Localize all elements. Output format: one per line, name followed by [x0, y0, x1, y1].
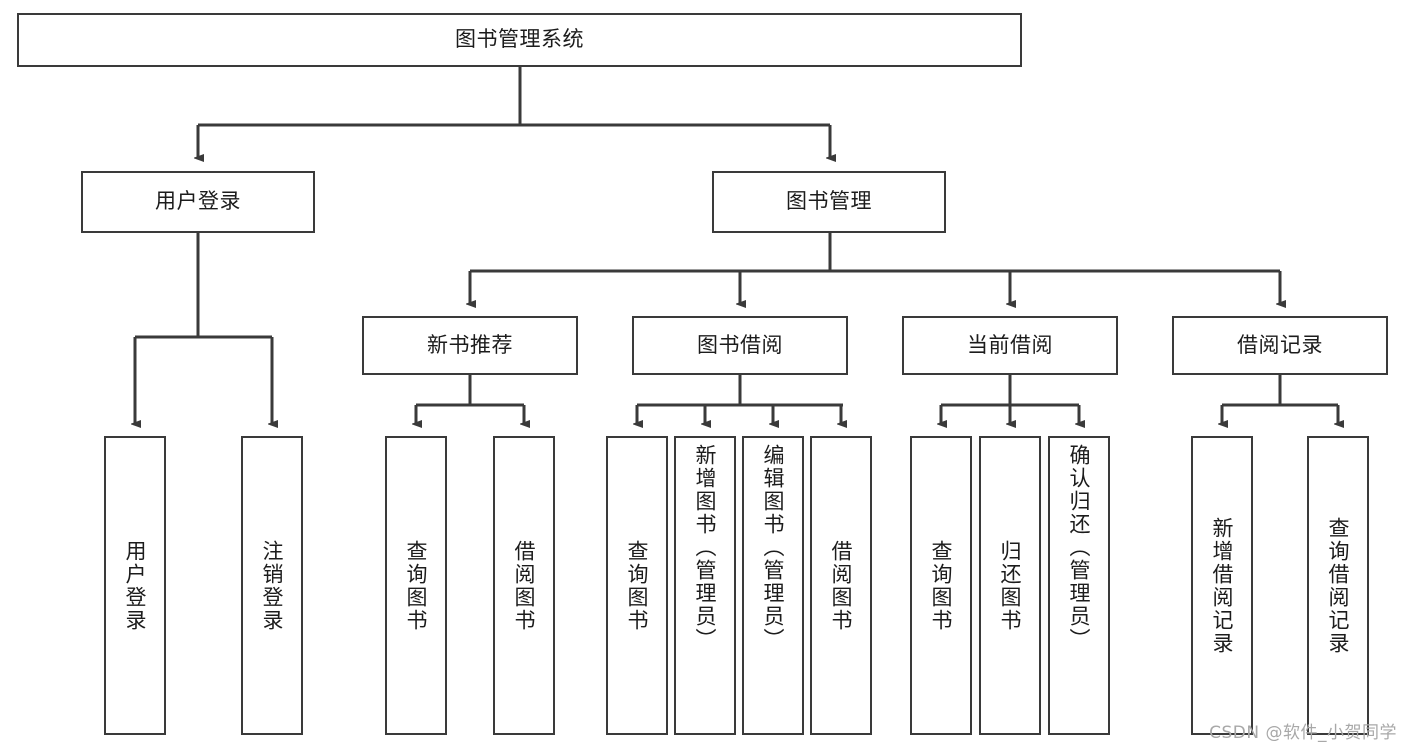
node-leaf-borrow-add-book-admin[interactable]: 新增图书（管理员）	[674, 436, 736, 735]
node-label: 当前借阅	[967, 332, 1053, 357]
node-label: 确认归还（管理员）	[1067, 444, 1092, 651]
node-label: 图书借阅	[697, 332, 783, 357]
node-leaf-current-query-book[interactable]: 查询图书	[910, 436, 972, 735]
node-current-borrow[interactable]: 当前借阅	[902, 316, 1118, 375]
node-label: 新增借阅记录	[1210, 516, 1235, 655]
node-book-borrow[interactable]: 图书借阅	[632, 316, 848, 375]
node-leaf-record-add-record[interactable]: 新增借阅记录	[1191, 436, 1253, 735]
node-label: 查询图书	[404, 539, 429, 632]
node-label: 用户登录	[123, 539, 148, 632]
node-leaf-logout[interactable]: 注销登录	[241, 436, 303, 735]
node-label: 注销登录	[260, 539, 285, 632]
node-book-management[interactable]: 图书管理	[712, 171, 946, 233]
node-leaf-current-confirm-return-admin[interactable]: 确认归还（管理员）	[1048, 436, 1110, 735]
node-label: 借阅记录	[1237, 332, 1323, 357]
node-root-book-management-system[interactable]: 图书管理系统	[17, 13, 1022, 67]
node-leaf-new-book-query-book[interactable]: 查询图书	[385, 436, 447, 735]
node-label: 归还图书	[998, 539, 1023, 632]
node-leaf-user-login[interactable]: 用户登录	[104, 436, 166, 735]
node-label: 查询图书	[929, 539, 954, 632]
node-leaf-current-return-book[interactable]: 归还图书	[979, 436, 1041, 735]
node-label: 新书推荐	[427, 332, 513, 357]
node-leaf-record-query-record[interactable]: 查询借阅记录	[1307, 436, 1369, 735]
node-leaf-borrow-borrow-book[interactable]: 借阅图书	[810, 436, 872, 735]
node-label: 用户登录	[155, 189, 241, 214]
node-label: 查询图书	[625, 539, 650, 632]
node-label: 借阅图书	[829, 539, 854, 632]
node-label: 编辑图书（管理员）	[761, 444, 786, 651]
node-label: 借阅图书	[512, 539, 537, 632]
node-label: 查询借阅记录	[1326, 516, 1351, 655]
node-label: 图书管理系统	[455, 27, 584, 52]
node-leaf-new-book-borrow-book[interactable]: 借阅图书	[493, 436, 555, 735]
node-user-login[interactable]: 用户登录	[81, 171, 315, 233]
node-label: 图书管理	[786, 189, 872, 214]
node-leaf-borrow-edit-book-admin[interactable]: 编辑图书（管理员）	[742, 436, 804, 735]
node-new-book-recommend[interactable]: 新书推荐	[362, 316, 578, 375]
node-leaf-borrow-query-book[interactable]: 查询图书	[606, 436, 668, 735]
node-label: 新增图书（管理员）	[693, 444, 718, 651]
node-borrow-record[interactable]: 借阅记录	[1172, 316, 1388, 375]
